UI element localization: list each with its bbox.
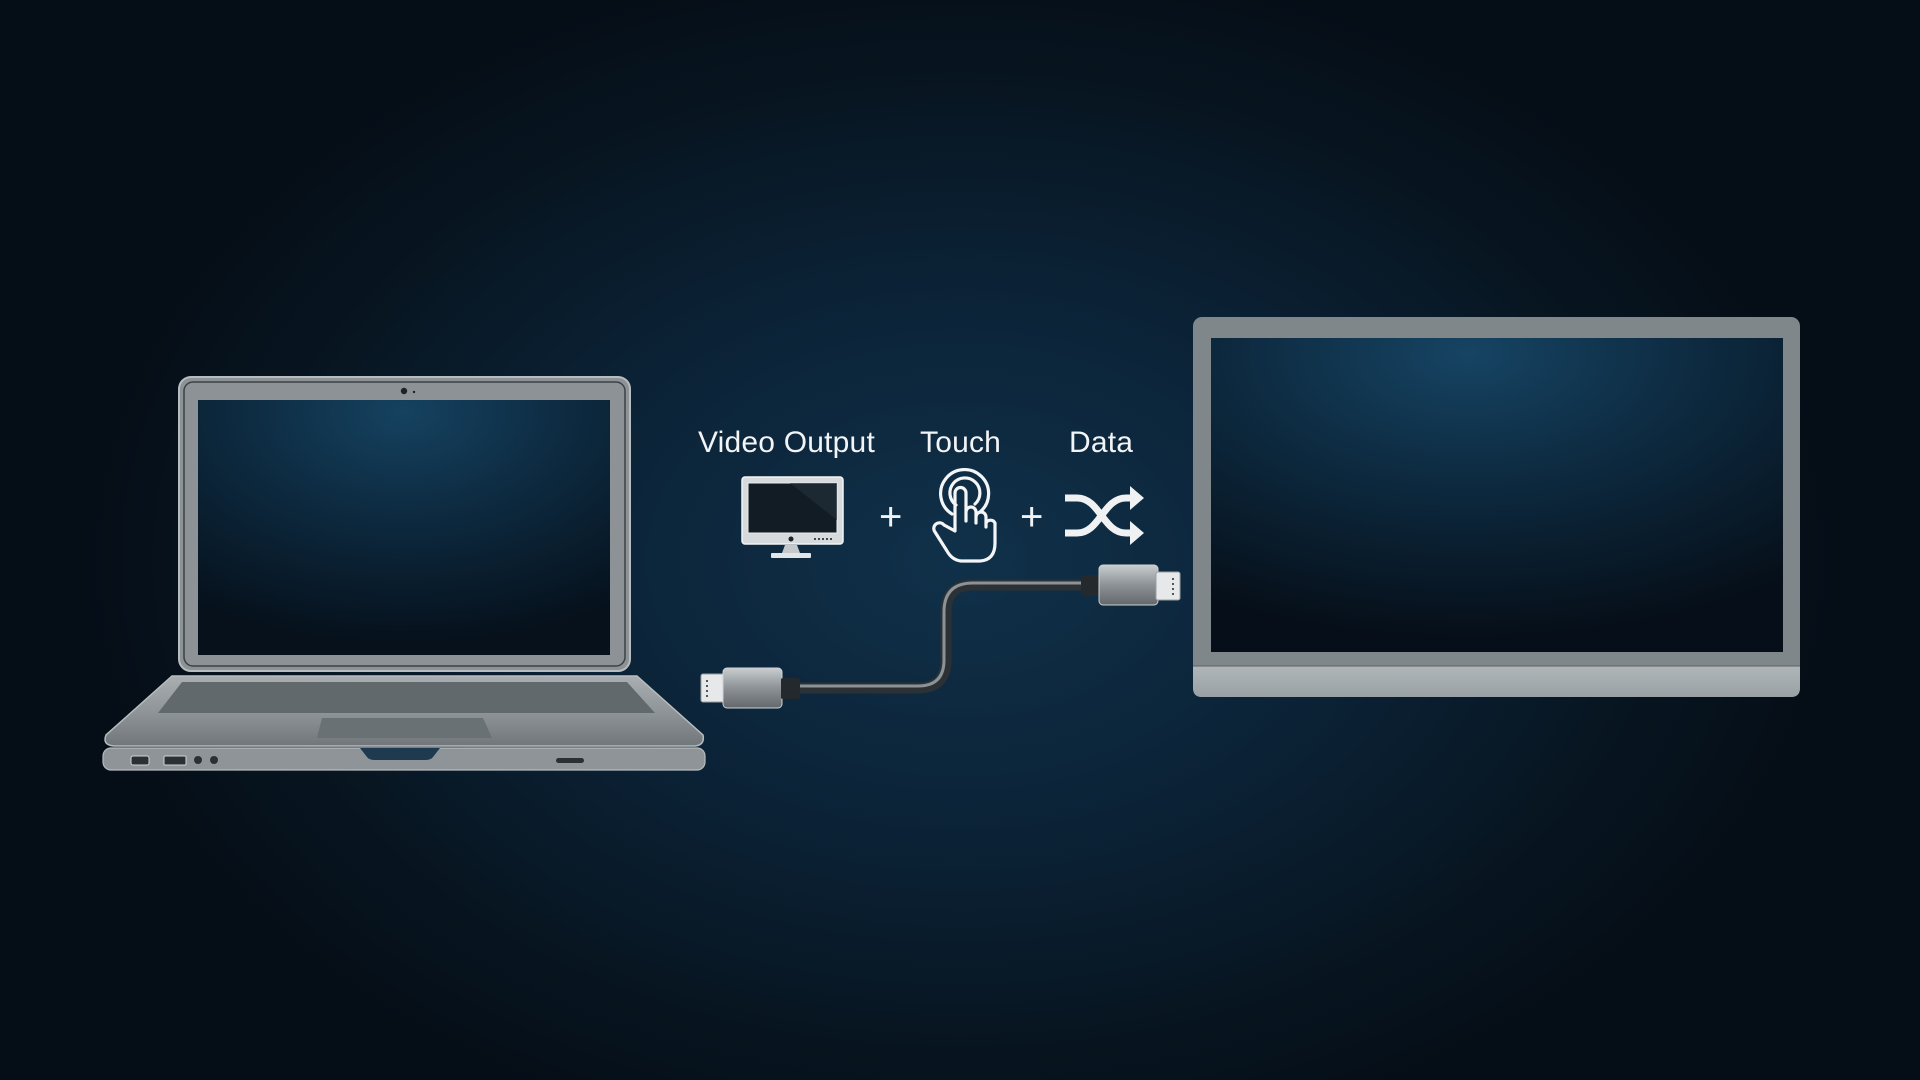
laptop-screen bbox=[198, 400, 610, 655]
monitor-icon bbox=[741, 476, 844, 558]
feature-label-video-output: Video Output bbox=[698, 426, 875, 459]
webcam-icon bbox=[400, 387, 408, 395]
monitor-chin bbox=[1193, 666, 1800, 697]
touch-hand-icon bbox=[932, 468, 997, 563]
laptop-touchpad bbox=[317, 718, 492, 738]
usb-c-port-icon bbox=[130, 755, 150, 766]
left-plug-body bbox=[722, 667, 783, 709]
feature-label-touch: Touch bbox=[920, 426, 1002, 459]
portable-monitor bbox=[1193, 317, 1800, 697]
plus-sign: + bbox=[1020, 495, 1044, 539]
laptop bbox=[102, 376, 706, 771]
right-plug-body bbox=[1098, 564, 1159, 606]
audio-jack-icon bbox=[194, 756, 202, 764]
shuffle-arrows-icon bbox=[1065, 486, 1144, 545]
left-plug-boot bbox=[781, 678, 800, 699]
usb-c-cable bbox=[700, 564, 1181, 709]
monitor-screen bbox=[1211, 338, 1783, 652]
left-plug-tip bbox=[700, 673, 726, 703]
card-slot-icon bbox=[556, 758, 584, 763]
right-plug-tip bbox=[1155, 571, 1181, 601]
feature-label-data: Data bbox=[1069, 426, 1134, 459]
usb-a-port-icon bbox=[163, 755, 187, 766]
laptop-keyboard bbox=[158, 682, 655, 713]
cable-wire bbox=[789, 579, 1096, 694]
plus-sign: + bbox=[879, 495, 903, 539]
right-plug-boot bbox=[1081, 575, 1101, 596]
